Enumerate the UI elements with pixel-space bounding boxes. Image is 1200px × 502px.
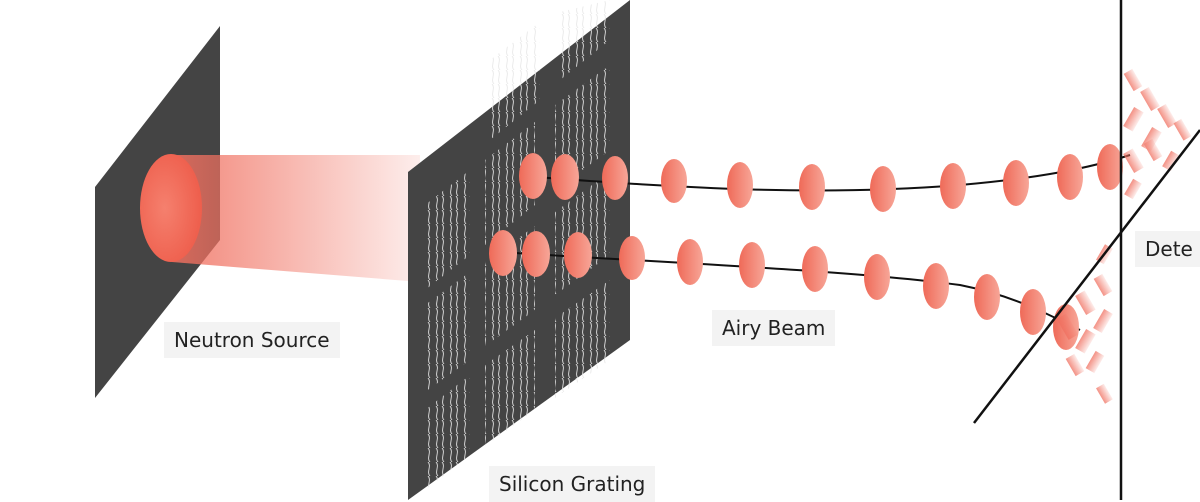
- silicon-grating-label: Silicon Grating: [489, 466, 656, 502]
- beam-lobe: [519, 153, 547, 199]
- beam-lobe: [923, 263, 949, 309]
- beam-lobe: [739, 242, 765, 288]
- beam-lobe: [870, 166, 896, 212]
- beam-lobe: [1097, 144, 1123, 190]
- beam-lobe: [940, 163, 966, 209]
- source-beam-disc: [140, 154, 202, 262]
- beam-lobe: [864, 254, 890, 300]
- beam-lobe: [489, 230, 517, 276]
- beam-lobe: [1003, 160, 1029, 206]
- beam-lobe: [974, 274, 1000, 320]
- airy-beam-label: Airy Beam: [712, 310, 836, 346]
- beam-lobe: [661, 159, 687, 203]
- beam-lobe: [551, 154, 579, 200]
- beam-lobe: [1057, 154, 1083, 200]
- detector-plane-lower: [973, 129, 1200, 424]
- neutron-source-label: Neutron Source: [164, 322, 340, 358]
- beam-lobe: [564, 232, 592, 278]
- source-beam-cone: [172, 155, 420, 282]
- detector-label: Dete: [1135, 231, 1200, 267]
- upper-beam-lobes: [519, 144, 1123, 212]
- beam-lobe: [1020, 289, 1046, 335]
- beam-lobe: [799, 164, 825, 210]
- beam-lobe: [522, 231, 550, 277]
- detector-pattern-upper: [1123, 68, 1192, 200]
- beam-lobe: [619, 236, 645, 280]
- detector-pattern-lower: [1056, 244, 1113, 404]
- lower-beam-lobes: [489, 230, 1079, 350]
- beam-lobe: [677, 239, 703, 285]
- beam-lobe: [802, 246, 828, 292]
- beam-lobe: [602, 156, 628, 200]
- beam-lobe: [727, 162, 753, 208]
